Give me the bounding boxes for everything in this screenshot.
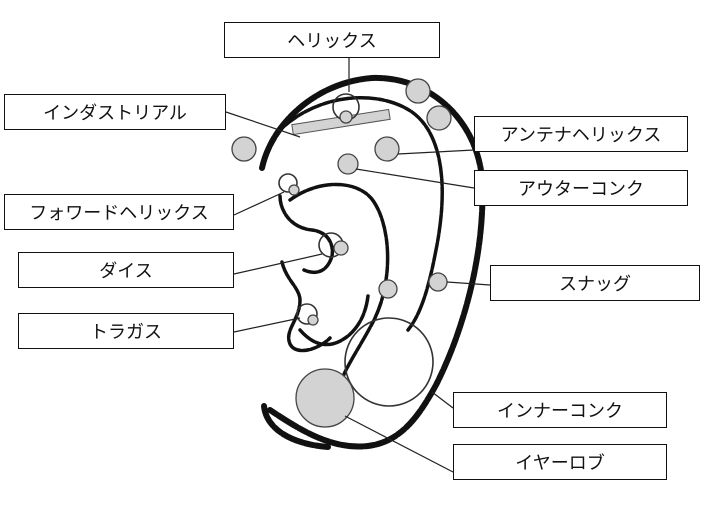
label-inner-conch: インナーコンク <box>453 392 667 428</box>
ear-concha-rim <box>298 294 370 347</box>
upper-helix-stud-2 <box>426 105 452 131</box>
label-outer-conch: アウターコンク <box>474 170 688 206</box>
label-helix: ヘリックス <box>224 22 440 58</box>
ear-lobe-curve <box>261 403 331 450</box>
snug-leader <box>446 281 491 286</box>
forward-helix-stud <box>288 184 300 196</box>
tragus-stud <box>307 314 319 326</box>
snug-stud-2 <box>428 272 448 292</box>
helix-stud <box>339 110 353 124</box>
ear-illustration <box>259 74 486 450</box>
antenna-helix-leader <box>397 149 475 155</box>
ear-outer-rim <box>259 74 486 450</box>
label-daith: ダイス <box>18 252 234 288</box>
label-tragus: トラガス <box>18 313 234 349</box>
ear-helix-inner <box>280 96 444 332</box>
earlobe-leader <box>344 415 454 473</box>
inner-conch-leader <box>431 391 454 409</box>
forward-helix-leader <box>233 191 285 216</box>
tragus-ring <box>296 303 318 325</box>
antenna-helix-stud <box>374 136 400 162</box>
label-industrial: インダストリアル <box>4 94 226 130</box>
label-antenna-helix: アンテナヘリックス <box>474 116 688 152</box>
tragus-leader <box>233 317 301 333</box>
forward-helix-ring <box>278 173 298 193</box>
industrial-leader <box>225 111 301 138</box>
daith-leader <box>233 253 323 275</box>
outer-conch-stud <box>337 153 359 175</box>
leader-lines <box>225 58 491 473</box>
outer-conch-leader <box>355 168 475 189</box>
label-forward-helix: フォワードヘリックス <box>4 194 234 230</box>
label-earlobe: イヤーロブ <box>453 444 667 480</box>
ear-crus <box>278 194 335 275</box>
ear-tragus <box>280 260 332 353</box>
inner-conch-ring <box>344 317 434 407</box>
daith-stud <box>333 240 349 256</box>
earlobe-stud <box>295 368 355 428</box>
snug-stud-1 <box>378 279 398 299</box>
upper-helix-stud-1 <box>405 78 431 104</box>
label-snug: スナッグ <box>490 265 700 301</box>
industrial-end-stud <box>231 136 257 162</box>
